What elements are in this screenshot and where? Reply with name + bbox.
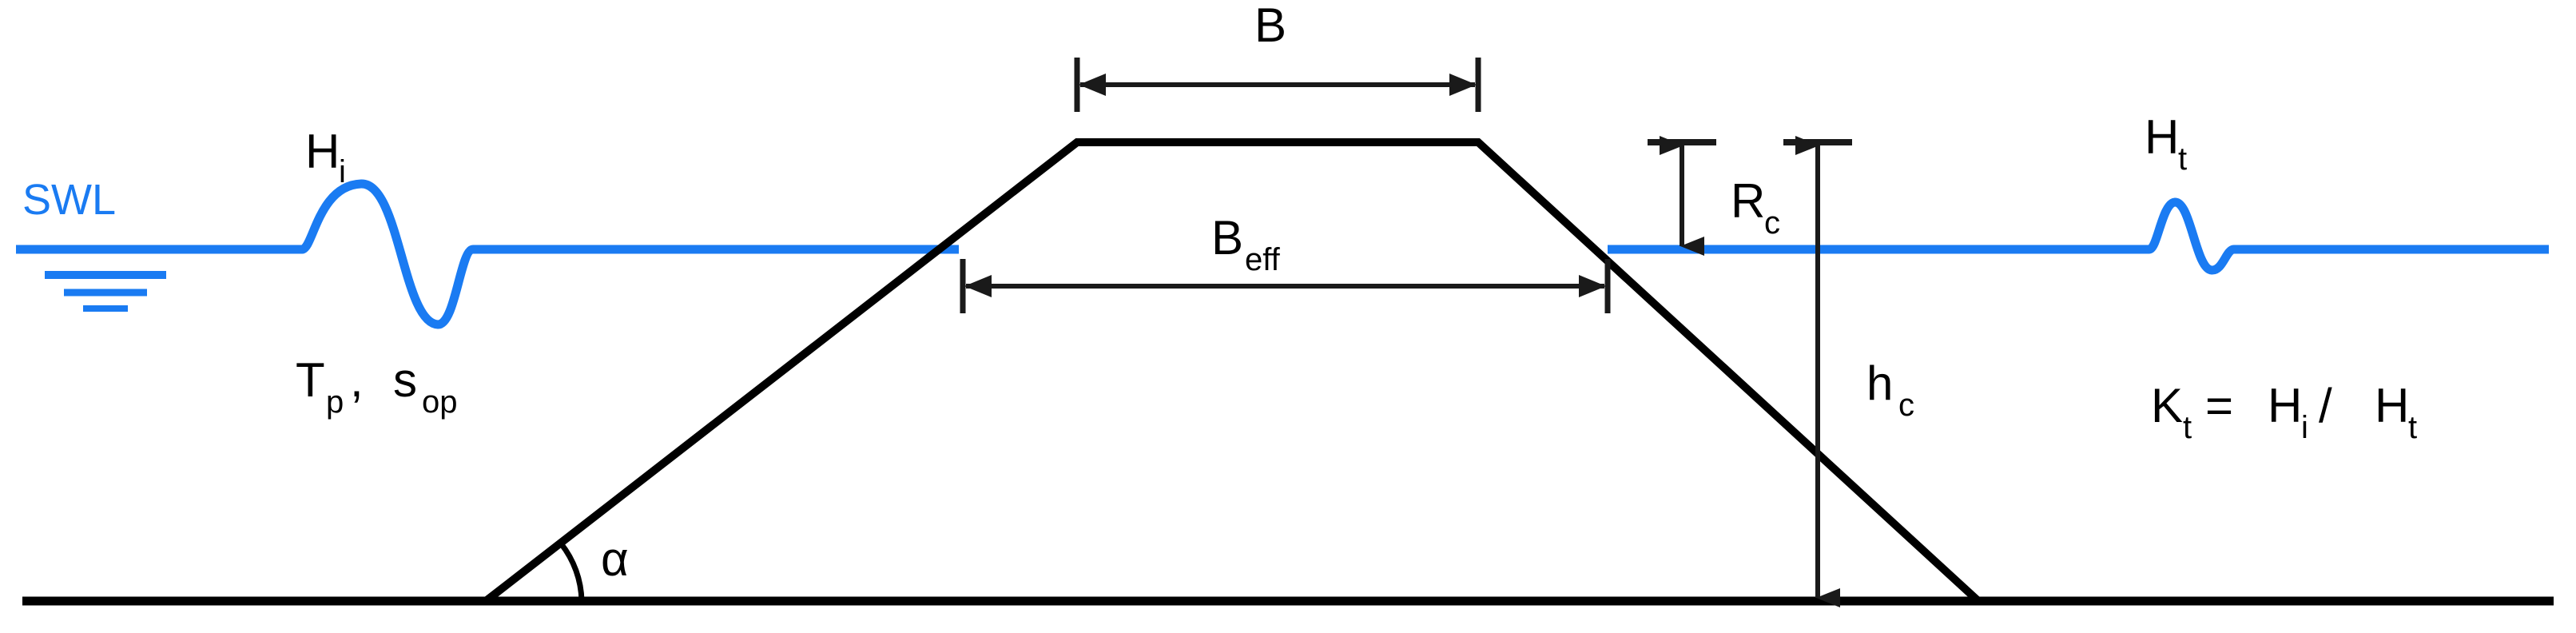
transmission-coefficient-formula: K t = H i / H t [2151, 379, 2417, 445]
crest-height-dimension [1783, 136, 1852, 607]
swl-label: SWL [22, 176, 116, 224]
slope-angle-arc [559, 541, 585, 602]
wave-parameters-label: T p , s op [296, 353, 458, 420]
crest-height-label: h c [1866, 356, 1914, 423]
wave-period-subscript: p [326, 384, 344, 420]
freeboard-symbol: R [1731, 174, 1765, 228]
formula-numerator: H [2268, 379, 2302, 432]
effective-width-subscript: eff [1245, 242, 1281, 277]
incident-wave-symbol: H [305, 125, 340, 178]
crest-width-dimension [1074, 58, 1481, 112]
transmitted-wave-label: H t [2145, 110, 2187, 177]
incident-wave-profile [297, 179, 478, 329]
transmission-coef-symbol: K [2151, 379, 2183, 432]
transmission-coef-subscript: t [2183, 410, 2192, 445]
freeboard-dimension [1648, 136, 1716, 256]
effective-width-label: B eff [1211, 211, 1281, 277]
effective-width-symbol: B [1211, 211, 1243, 265]
wave-steepness-subscript: op [422, 384, 458, 420]
formula-equals: = [2205, 379, 2233, 432]
transmitted-wave-symbol: H [2145, 110, 2179, 164]
breakwater-outline [483, 138, 1982, 604]
formula-denominator: H [2375, 379, 2409, 432]
effective-width-dimension [960, 259, 1611, 313]
transmitted-wave-profile [2145, 197, 2239, 275]
freeboard-subscript: c [1764, 205, 1780, 241]
transmitted-wave-subscript: t [2178, 141, 2187, 177]
freeboard-label: R c [1731, 174, 1780, 241]
formula-divider: / [2319, 379, 2332, 432]
incident-wave-label: H i [305, 125, 346, 189]
slope-angle-label: α [601, 532, 629, 586]
crest-height-symbol: h [1866, 356, 1893, 410]
formula-numerator-subscript: i [2301, 410, 2308, 445]
formula-denominator-subscript: t [2408, 410, 2417, 445]
crest-width-label: B [1254, 0, 1286, 52]
wave-steepness-symbol: s [393, 353, 417, 407]
incident-wave-subscript: i [339, 154, 346, 189]
crest-height-subscript: c [1898, 388, 1914, 423]
swl-symbol [24, 245, 184, 312]
wave-period-symbol: T [296, 353, 325, 407]
parameters-separator: , [350, 353, 364, 407]
